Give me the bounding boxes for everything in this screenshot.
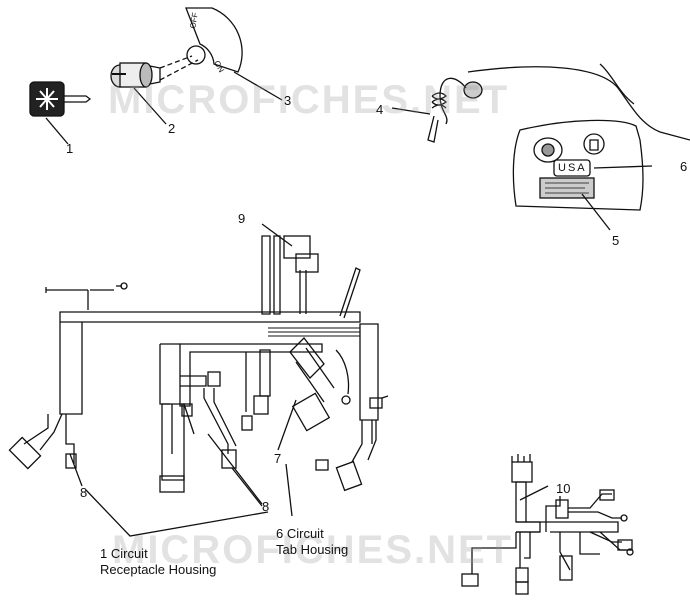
callout-10: 10 (556, 481, 571, 496)
six-circuit-caption-line2: Tab Housing (276, 542, 349, 557)
callout-4: 4 (376, 102, 384, 117)
switch-decal-part (185, 7, 243, 73)
secondary-wiring-harness (461, 454, 634, 595)
ignition-switch-part (110, 55, 199, 88)
watermark-bottom: MICROFICHES.NET (112, 528, 514, 572)
callout-1: 1 (66, 141, 74, 156)
key-part (29, 81, 92, 117)
callout-8-right: 8 (262, 499, 270, 514)
one-circuit-caption-line2: Receptacle Housing (100, 562, 217, 577)
six-circuit-caption-line1: 6 Circuit (276, 526, 324, 541)
console-outline (467, 63, 690, 231)
callout-9: 9 (238, 211, 246, 226)
callout-3: 3 (284, 93, 292, 108)
dial-off-label: OFF (188, 11, 200, 30)
leader-lines (45, 71, 549, 537)
usa-decal-label: USA (558, 162, 587, 174)
callout-6: 6 (680, 159, 688, 174)
tether-cap-part (427, 77, 483, 143)
callout-2: 2 (168, 121, 176, 136)
callout-7: 7 (274, 451, 282, 466)
watermark-top: MICROFICHES.NET (108, 78, 510, 122)
callout-5: 5 (612, 233, 620, 248)
callout-8-left: 8 (80, 485, 88, 500)
one-circuit-caption-line1: 1 Circuit (100, 546, 148, 561)
main-wiring-harness (8, 235, 389, 493)
